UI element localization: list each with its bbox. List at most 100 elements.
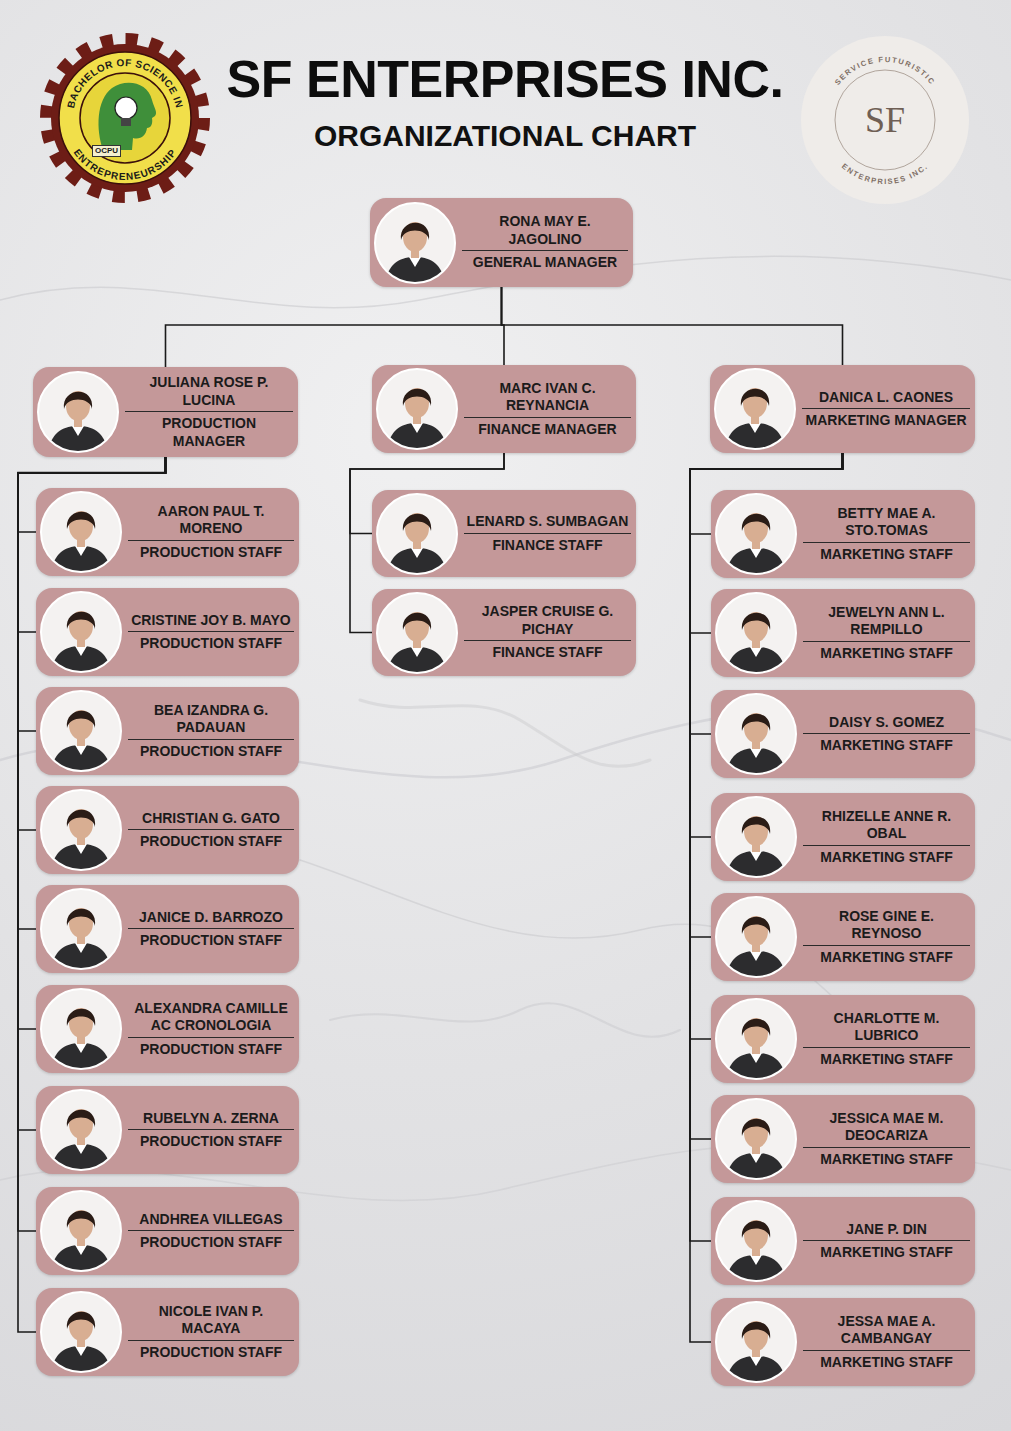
person-name: JANE P. DIN	[803, 1221, 970, 1242]
person-name: JULIANA ROSE P. LUCINA	[125, 374, 293, 412]
person-name: JASPER CRUISE G. PICHAY	[464, 603, 631, 641]
job-title: MARKETING MANAGER	[802, 412, 970, 430]
gear-teeth	[47, 40, 203, 196]
job-title: PRODUCTION STAFF	[128, 544, 294, 562]
card-text: ANDHREA VILLEGAS PRODUCTION STAFF	[128, 1211, 294, 1252]
card-text: JEWELYN ANN L. REMPILLOMARKETING STAFF	[803, 604, 970, 663]
marble-vein	[360, 700, 650, 766]
job-title: PRODUCTION MANAGER	[125, 415, 293, 450]
card-text: JASPER CRUISE G. PICHAY FINANCE STAFF	[464, 603, 631, 662]
person-name: JESSA MAE A. CAMBANGAY	[803, 1313, 970, 1351]
bulb-base	[121, 118, 131, 126]
card-text: JESSICA MAE M. DEOCARIZA MARKETING STAFF	[803, 1110, 970, 1169]
card-text: JESSA MAE A. CAMBANGAY MARKETING STAFF	[803, 1313, 970, 1372]
logo-ring-text: SERVICE FUTURISTIC	[833, 55, 937, 87]
card-text: DAISY S. GOMEZ MARKETING STAFF	[803, 714, 970, 755]
person-name: CHARLOTTE M. LUBRICO	[803, 1010, 970, 1048]
person-card: CHRISTIAN G. GATOPRODUCTION STAFF	[36, 786, 299, 874]
person-card: CHARLOTTE M. LUBRICO MARKETING STAFF	[711, 995, 975, 1083]
org-connector	[166, 287, 502, 367]
job-title: PRODUCTION STAFF	[128, 932, 294, 950]
card-text: CHARLOTTE M. LUBRICO MARKETING STAFF	[803, 1010, 970, 1069]
logo-disc	[801, 36, 969, 204]
job-title: MARKETING STAFF	[803, 949, 970, 967]
person-card: ROSE GINE E. REYNOSO MARKETING STAFF	[711, 893, 975, 981]
person-name: JANICE D. BARROZO	[128, 909, 294, 930]
card-text: LENARD S. SUMBAGANFINANCE STAFF	[464, 513, 631, 554]
card-text: RONA MAY E. JAGOLINOGENERAL MANAGER	[462, 213, 628, 272]
photo-placeholder	[40, 1291, 122, 1373]
job-title: FINANCE STAFF	[464, 644, 631, 662]
photo-placeholder	[37, 371, 119, 453]
company-logo: SERVICE FUTURISTICENTERPRISES INC.	[801, 36, 969, 204]
card-text: JULIANA ROSE P. LUCINAPRODUCTION MANAGER	[125, 374, 293, 450]
card-text: DANICA L. CAONESMARKETING MANAGER	[802, 389, 970, 430]
person-name: LENARD S. SUMBAGAN	[464, 513, 631, 534]
photo-placeholder	[40, 888, 122, 970]
chart-subtitle: ORGANIZATIONAL CHART	[255, 121, 755, 151]
logo-ring	[59, 52, 191, 184]
logo-ring-text: ENTREPRENEURSHIP	[72, 147, 179, 182]
job-title: MARKETING STAFF	[803, 546, 970, 564]
card-text: CRISTINE JOY B. MAYOPRODUCTION STAFF	[128, 612, 294, 653]
job-title: PRODUCTION STAFF	[128, 1234, 294, 1252]
bulb	[115, 97, 137, 119]
card-text: RHIZELLE ANNE R. OBALMARKETING STAFF	[803, 808, 970, 867]
person-card: LENARD S. SUMBAGANFINANCE STAFF	[372, 490, 636, 577]
person-name: JEWELYN ANN L. REMPILLO	[803, 604, 970, 642]
photo-placeholder	[40, 988, 122, 1070]
photo-placeholder	[374, 202, 456, 284]
photo-placeholder	[715, 592, 797, 674]
person-card: RONA MAY E. JAGOLINOGENERAL MANAGER	[370, 198, 633, 287]
card-text: BEA IZANDRA G. PADAUANPRODUCTION STAFF	[128, 702, 294, 761]
marble-veins	[0, 256, 1011, 1200]
photo-placeholder	[715, 796, 797, 878]
photo-placeholder	[714, 368, 796, 450]
job-title: MARKETING STAFF	[803, 1151, 970, 1169]
person-card: AARON PAUL T. MORENO PRODUCTION STAFF	[36, 488, 299, 576]
person-name: DAISY S. GOMEZ	[803, 714, 970, 735]
person-card: JASPER CRUISE G. PICHAY FINANCE STAFF	[372, 589, 636, 676]
school-logo: BACHELOR OF SCIENCE INENTREPRENEURSHIP	[47, 40, 203, 196]
person-card: NICOLE IVAN P. MACAYAPRODUCTION STAFF	[36, 1288, 299, 1376]
photo-placeholder	[40, 591, 122, 673]
card-text: BETTY MAE A. STO.TOMAS MARKETING STAFF	[803, 505, 970, 564]
photo-placeholder	[376, 592, 458, 674]
card-text: MARC IVAN C. REYNANCIAFINANCE MANAGER	[464, 380, 631, 439]
person-name: BEA IZANDRA G. PADAUAN	[128, 702, 294, 740]
photo-placeholder	[376, 368, 458, 450]
person-card: DAISY S. GOMEZ MARKETING STAFF	[711, 690, 975, 778]
person-card: ALEXANDRA CAMILLE AC CRONOLOGIAPRODUCTIO…	[36, 985, 299, 1073]
job-title: MARKETING STAFF	[803, 1354, 970, 1372]
card-text: ALEXANDRA CAMILLE AC CRONOLOGIAPRODUCTIO…	[128, 1000, 294, 1059]
job-title: PRODUCTION STAFF	[128, 1344, 294, 1362]
person-name: BETTY MAE A. STO.TOMAS	[803, 505, 970, 543]
head-profile	[99, 83, 157, 150]
person-name: JESSICA MAE M. DEOCARIZA	[803, 1110, 970, 1148]
job-title: MARKETING STAFF	[803, 849, 970, 867]
photo-placeholder	[40, 690, 122, 772]
photo-placeholder	[715, 1200, 797, 1282]
job-title: PRODUCTION STAFF	[128, 1133, 294, 1151]
person-name: RUBELYN A. ZERNA	[128, 1110, 294, 1131]
job-title: PRODUCTION STAFF	[128, 635, 294, 653]
person-card: RUBELYN A. ZERNA PRODUCTION STAFF	[36, 1086, 299, 1174]
photo-placeholder	[715, 493, 797, 575]
card-text: AARON PAUL T. MORENO PRODUCTION STAFF	[128, 503, 294, 562]
person-card: CRISTINE JOY B. MAYOPRODUCTION STAFF	[36, 588, 299, 676]
photo-placeholder	[40, 491, 122, 573]
person-name: ROSE GINE E. REYNOSO	[803, 908, 970, 946]
job-title: MARKETING STAFF	[803, 737, 970, 755]
photo-placeholder	[715, 1098, 797, 1180]
chart-title: SF ENTERPRISES INC.	[205, 53, 805, 105]
photo-placeholder	[715, 1301, 797, 1383]
person-card: DANICA L. CAONESMARKETING MANAGER	[710, 365, 975, 453]
person-name: ANDHREA VILLEGAS	[128, 1211, 294, 1232]
person-card: JESSICA MAE M. DEOCARIZA MARKETING STAFF	[711, 1095, 975, 1183]
job-title: MARKETING STAFF	[803, 1051, 970, 1069]
photo-placeholder	[40, 789, 122, 871]
person-name: CHRISTIAN G. GATO	[128, 810, 294, 831]
org-connector	[502, 287, 843, 365]
person-card: MARC IVAN C. REYNANCIAFINANCE MANAGER	[372, 365, 636, 453]
person-name: AARON PAUL T. MORENO	[128, 503, 294, 541]
